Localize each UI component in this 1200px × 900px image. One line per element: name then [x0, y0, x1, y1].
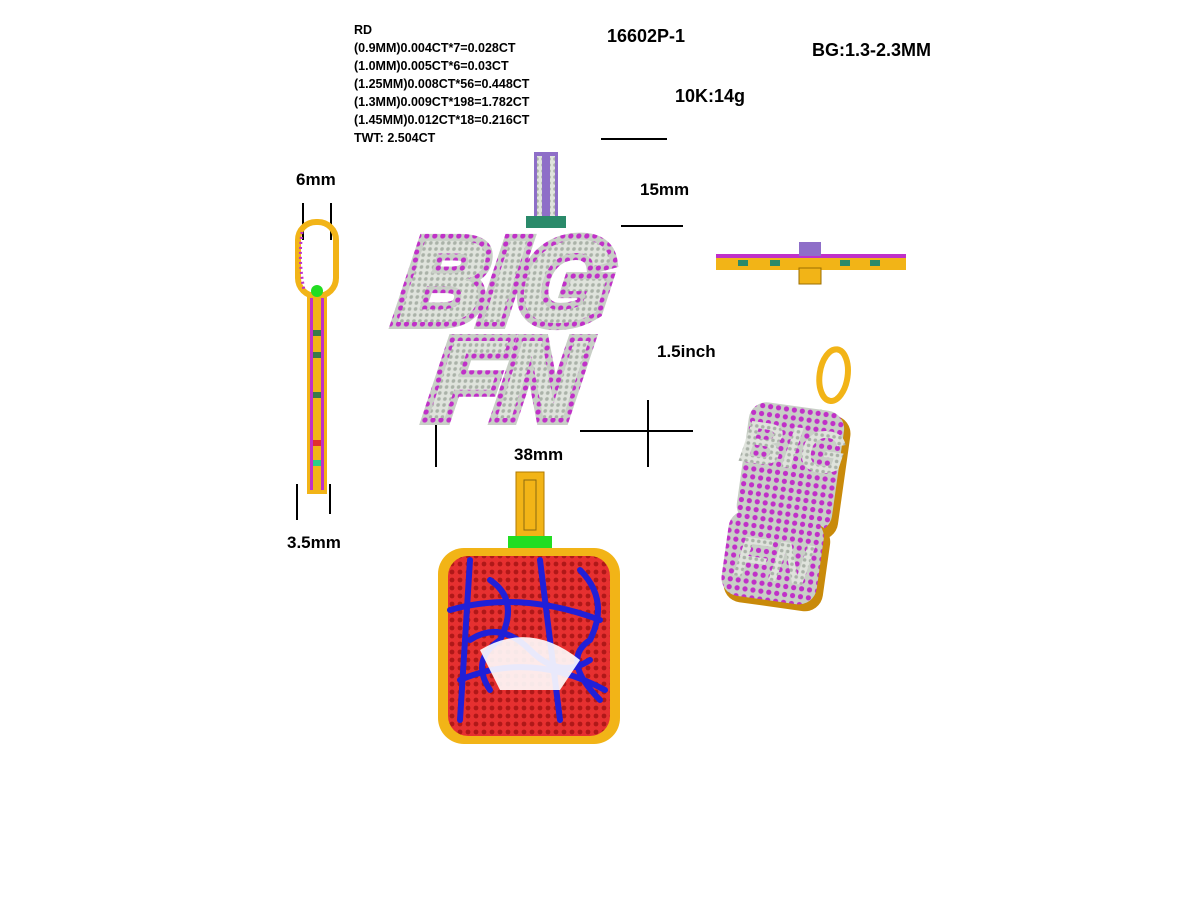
stone-spec-line: (1.45MM)0.012CT*18=0.216CT	[354, 113, 530, 127]
stone-spec-block: RD (0.9MM)0.004CT*7=0.028CT (1.0MM)0.005…	[354, 21, 529, 147]
front-view-letters-fn: FN	[423, 316, 593, 441]
stone-spec-line: (1.25MM)0.008CT*56=0.448CT	[354, 77, 530, 91]
perspective-view-bail	[816, 346, 851, 404]
front-view: BIG FN	[385, 152, 627, 449]
sku-label: 16602P-1	[607, 26, 686, 46]
bail-width-dimension: 6mm	[296, 170, 336, 189]
front-view-letters-big: BIG	[392, 217, 620, 348]
height-inch-dimension: 1.5inch	[657, 342, 716, 361]
total-weight-line: TWT: 2.504CT	[354, 131, 436, 145]
stone-spec-line: (1.3MM)0.009CT*198=1.782CT	[354, 95, 530, 109]
width-dimension: 38mm	[514, 445, 564, 464]
thickness-dimension: 3.5mm	[287, 533, 341, 552]
back-view	[438, 471, 620, 744]
side-view	[295, 219, 339, 494]
baguette-size-label: BG:1.3-2.3MM	[812, 40, 932, 60]
top-view	[716, 242, 906, 285]
stone-spec-line: (0.9MM)0.004CT*7=0.028CT	[354, 41, 516, 55]
back-view-bail	[515, 471, 545, 539]
side-view-jumpring	[311, 285, 323, 297]
svg-text:FN: FN	[730, 523, 817, 598]
stone-spec-line: (1.0MM)0.005CT*6=0.03CT	[354, 59, 509, 73]
perspective-view: BIG FN	[721, 346, 851, 612]
metal-weight-label: 10K:14g	[675, 86, 746, 106]
svg-text:BIG: BIG	[736, 407, 851, 488]
bail-height-dimension: 15mm	[640, 180, 690, 199]
stone-type-label: RD	[354, 23, 373, 37]
